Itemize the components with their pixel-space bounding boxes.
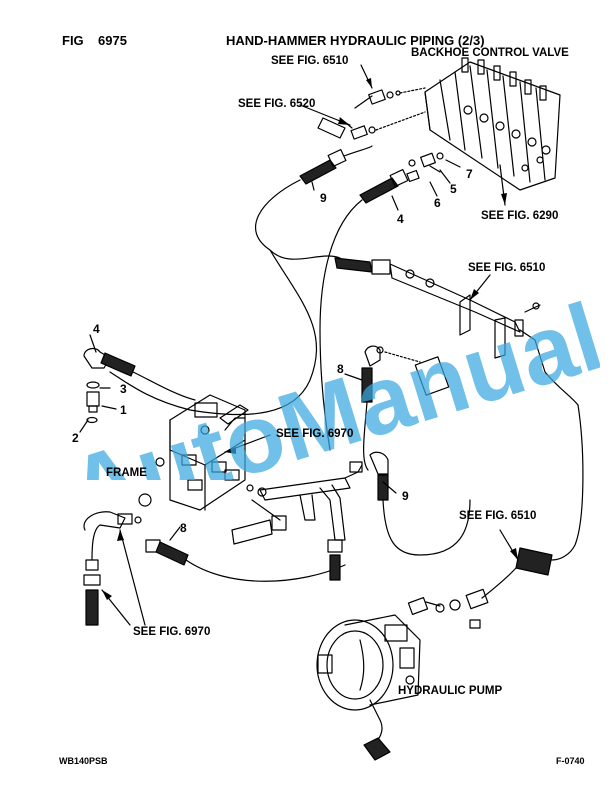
- page-title: HAND-HAMMER HYDRAULIC PIPING (2/3): [226, 33, 485, 48]
- footer-figure-code: F-0740: [556, 756, 585, 766]
- hose-right: [551, 404, 584, 561]
- callout-7: 7: [466, 167, 473, 181]
- callout-4-top: 4: [397, 212, 404, 226]
- left-pipe: [83, 493, 152, 626]
- label-hydraulic-pump: HYDRAULIC PUMP: [398, 685, 503, 697]
- hydraulic-pump: [316, 597, 441, 761]
- ref-fig-6970-center[interactable]: SEE FIG. 6970: [276, 428, 354, 440]
- top-fittings: [317, 87, 444, 183]
- callout-6: 6: [434, 196, 441, 210]
- fig-number: 6975: [98, 33, 127, 48]
- center-pipe: [231, 461, 363, 581]
- hose-loop-left: [109, 249, 318, 416]
- hose-8-low: [145, 539, 346, 582]
- backhoe-control-valve: [424, 57, 561, 191]
- ref-fig-6510-top[interactable]: SEE FIG. 6510: [271, 55, 349, 67]
- footer-model-code: WB140PSB: [59, 756, 108, 766]
- hose-8-mid: [361, 345, 381, 471]
- label-frame: FRAME: [106, 467, 147, 479]
- callout-2: 2: [72, 431, 79, 445]
- callout-5: 5: [450, 182, 457, 196]
- ref-fig-6970-bottom[interactable]: SEE FIG. 6970: [133, 626, 211, 638]
- callout-9-top: 9: [320, 191, 327, 205]
- callout-9-mid: 9: [402, 489, 409, 503]
- callout-1: 1: [120, 403, 127, 417]
- label-backhoe-control-valve: BACKHOE CONTROL VALVE: [411, 47, 569, 59]
- hose-9-mid: [369, 451, 471, 556]
- hose-4-left: [100, 352, 136, 377]
- callout-8-mid: 8: [337, 362, 344, 376]
- callout-8-low: 8: [180, 521, 187, 535]
- fig-label: FIG: [62, 33, 84, 48]
- hose-9-top: [255, 145, 373, 251]
- arrowheads: [102, 78, 518, 600]
- callout-3: 3: [120, 382, 127, 396]
- frame-bracket: [155, 394, 249, 511]
- mid-pipe: [334, 257, 579, 406]
- ref-fig-6290[interactable]: SEE FIG. 6290: [481, 210, 559, 222]
- ref-fig-6510-mid[interactable]: SEE FIG. 6510: [468, 262, 546, 274]
- callout-4-left: 4: [93, 322, 100, 336]
- ref-fig-6520[interactable]: SEE FIG. 6520: [238, 98, 316, 110]
- ref-fig-6510-lower[interactable]: SEE FIG. 6510: [459, 510, 537, 522]
- hose-4-top: [319, 169, 409, 331]
